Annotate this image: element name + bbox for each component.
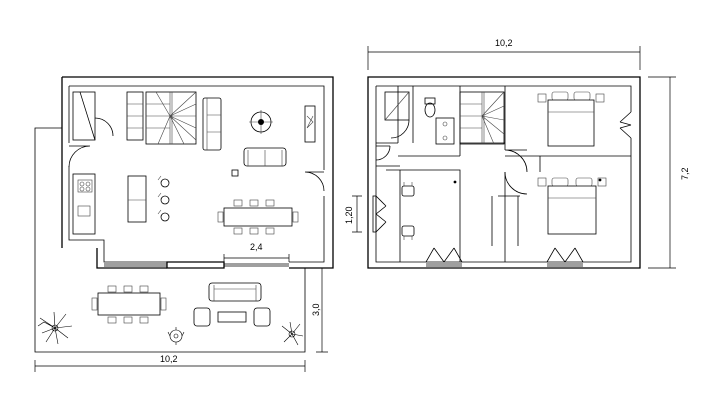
ground-floor-plan: 2,4 10,2	[34, 76, 334, 372]
dim-line-upper-width	[367, 46, 641, 70]
ground-tv-unit	[304, 105, 316, 143]
terrace-dining-table	[91, 285, 167, 324]
dim-upper-width-label: 10,2	[495, 38, 513, 48]
dim-line-opening	[223, 254, 290, 262]
dim-opening-label: 2,4	[250, 242, 263, 252]
upper-light-point	[453, 180, 457, 184]
dim-line-upper-depth	[648, 76, 676, 269]
upper-window-left	[426, 263, 462, 267]
ground-kitchen-island	[127, 175, 147, 223]
terrace-plant-small	[167, 327, 185, 345]
upper-bedroom-door-top	[504, 149, 528, 173]
dim-line-terrace-depth	[316, 267, 328, 353]
dim-terrace-depth-label: 3,0	[311, 303, 321, 316]
ground-side-door	[304, 171, 325, 192]
upper-floor-plan: 10,2 7,2 1,20	[344, 38, 690, 269]
ground-window-left	[104, 263, 167, 267]
upper-partitions	[376, 86, 631, 262]
ground-wall-block-bottom	[166, 261, 225, 269]
upper-window-right	[547, 263, 583, 267]
dim-line-ground-width	[34, 360, 306, 372]
upper-study-desk	[401, 182, 415, 240]
terrace-sofa	[208, 282, 262, 302]
ground-staircase	[145, 91, 197, 145]
terrace-lounge-chair-left	[193, 307, 211, 327]
ground-entry-door	[68, 145, 91, 168]
upper-bed-top	[537, 91, 605, 147]
ground-floor-outer-wall	[61, 76, 334, 269]
ground-bar-stools	[157, 175, 170, 222]
ground-window-right	[224, 263, 289, 267]
terrace-lounge-chair-right	[253, 307, 271, 327]
ground-sofa	[202, 97, 222, 151]
ground-kitchen-counter	[72, 173, 96, 235]
upper-bath-door	[375, 145, 391, 161]
upper-balcony-door	[619, 111, 632, 139]
ground-round-table	[249, 110, 273, 134]
terrace-plant-right	[281, 321, 304, 346]
terrace-outline	[34, 127, 306, 353]
ground-storage-closet	[72, 91, 96, 141]
ground-armchairs	[243, 147, 287, 167]
upper-left-wall-segment	[372, 195, 377, 233]
ground-dining-table	[217, 199, 299, 235]
dim-upper-small-label: 1,20	[344, 206, 354, 224]
upper-shower	[384, 91, 410, 139]
ground-floor-inner-wall	[68, 85, 325, 263]
ground-closet-door	[94, 117, 114, 137]
terrace-plant-large	[37, 311, 73, 345]
upper-floor-inner-wall	[375, 85, 632, 263]
upper-bed-bottom	[537, 177, 607, 235]
ground-small-table	[231, 169, 239, 177]
upper-toilet	[424, 97, 436, 118]
upper-floor-outer-wall	[367, 76, 641, 269]
dim-ground-width-label: 10,2	[160, 354, 178, 364]
upper-left-window	[375, 195, 387, 233]
upper-french-door-right	[546, 247, 584, 263]
upper-french-door-left	[425, 247, 463, 263]
terrace-coffee-table	[217, 311, 247, 323]
dim-upper-depth-label: 7,2	[680, 167, 690, 180]
upper-vanity	[435, 117, 455, 145]
upper-light-point-2	[598, 178, 602, 182]
dim-line-upper-small	[352, 195, 362, 233]
upper-staircase	[459, 91, 505, 145]
upper-bedroom-door-bottom	[504, 171, 528, 195]
